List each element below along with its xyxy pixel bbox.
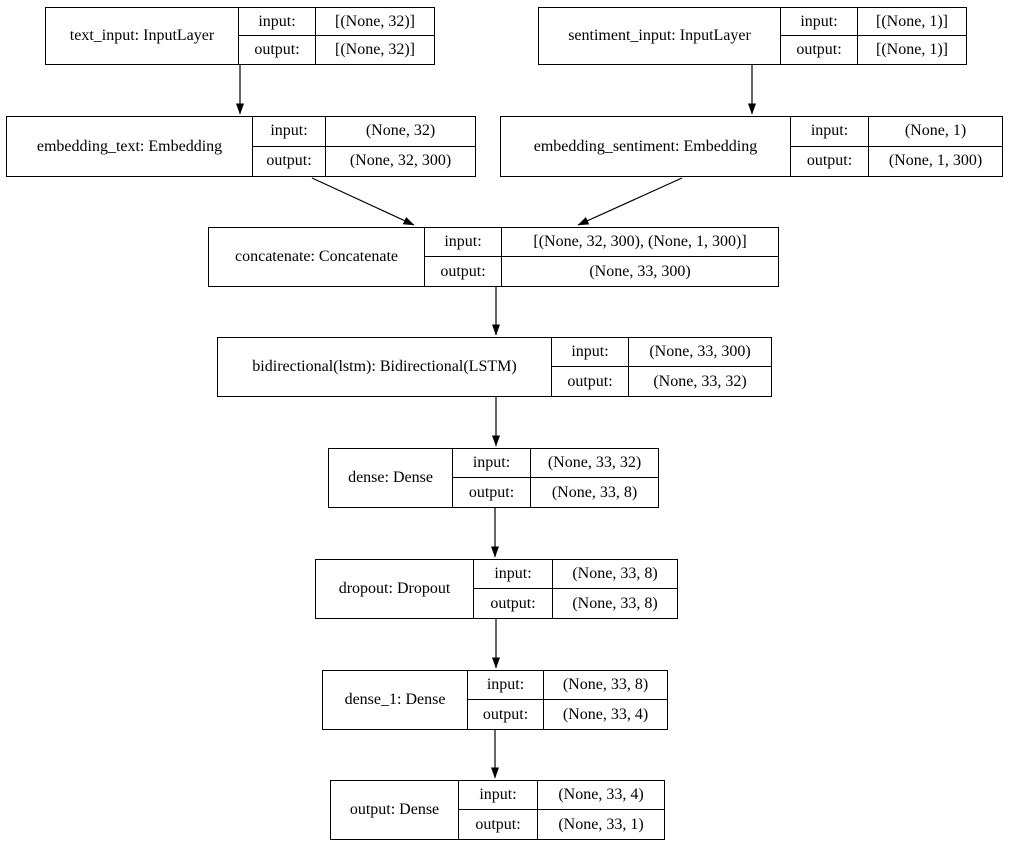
layer-title: sentiment_input: InputLayer [539,8,781,64]
input-shape: (None, 1) [869,117,1002,147]
layer-title: embedding_text: Embedding [7,117,253,176]
input-label: input: [791,117,869,147]
node-concatenate: concatenate: Concatenate input: [(None, … [208,227,779,287]
output-shape: (None, 33, 1) [558,815,644,833]
output-shape: (None, 33, 300) [589,262,691,280]
output-shape: (None, 33, 4) [562,705,649,723]
output-label: output: [791,146,869,176]
input-label: input: [781,8,858,36]
output-shape: (None, 32, 300) [349,152,452,170]
output-shape: [(None, 32)] [335,41,415,58]
layer-title: concatenate: Concatenate [209,228,425,286]
layer-title: dropout: Dropout [316,560,474,618]
output-label: output: [552,367,629,396]
output-label: output: [781,36,858,64]
node-dense-1: dense_1: Dense input: (None, 33, 8) outp… [322,670,668,730]
input-label: input: [425,228,502,257]
output-label: output: [253,146,326,176]
node-embedding-text: embedding_text: Embedding input: (None, … [6,116,476,177]
output-shape: (None, 33, 8) [551,483,638,501]
layer-title: bidirectional(lstm): Bidirectional(LSTM) [218,338,552,396]
output-label: output: [474,589,553,618]
input-shape: [(None, 32)] [316,8,434,36]
edge-embedding-text-to-concatenate [311,177,415,226]
input-label: input: [239,8,316,36]
input-label: input: [453,449,531,478]
layer-title: dense_1: Dense [323,671,468,729]
layer-title: embedding_sentiment: Embedding [501,117,791,176]
input-shape: (None, 33, 32) [531,449,658,478]
output-shape: (None, 1, 300) [888,152,983,170]
output-label: output: [459,810,538,839]
output-shape: [(None, 1)] [876,41,948,58]
output-label: output: [453,478,531,507]
input-shape: (None, 33, 4) [538,781,664,810]
node-bidirectional-lstm: bidirectional(lstm): Bidirectional(LSTM)… [217,337,772,397]
output-label: output: [468,700,544,729]
layer-title: output: Dense [331,781,459,839]
input-label: input: [459,781,538,810]
input-shape: (None, 33, 8) [553,560,677,589]
output-label: output: [425,257,502,286]
input-label: input: [468,671,544,700]
edge-embedding-sentiment-to-concatenate [577,177,683,226]
input-label: input: [474,560,553,589]
input-shape: (None, 32) [326,117,475,147]
node-dense: dense: Dense input: (None, 33, 32) outpu… [328,448,659,508]
node-embedding-sentiment: embedding_sentiment: Embedding input: (N… [500,116,1003,177]
node-sentiment-input: sentiment_input: InputLayer input: [(Non… [538,7,967,65]
node-output: output: Dense input: (None, 33, 4) outpu… [330,780,665,840]
input-label: input: [253,117,326,147]
input-label: input: [552,338,629,367]
node-dropout: dropout: Dropout input: (None, 33, 8) ou… [315,559,678,619]
input-shape: [(None, 1)] [858,8,966,36]
input-shape: (None, 33, 300) [629,338,771,367]
output-label: output: [239,36,316,64]
output-shape: (None, 33, 32) [653,372,747,390]
layer-title: dense: Dense [329,449,453,507]
node-text-input: text_input: InputLayer input: [(None, 32… [45,7,435,65]
layer-title: text_input: InputLayer [46,8,239,64]
input-shape: [(None, 32, 300), (None, 1, 300)] [502,228,778,257]
output-shape: (None, 33, 8) [572,594,658,612]
input-shape: (None, 33, 8) [544,671,667,700]
